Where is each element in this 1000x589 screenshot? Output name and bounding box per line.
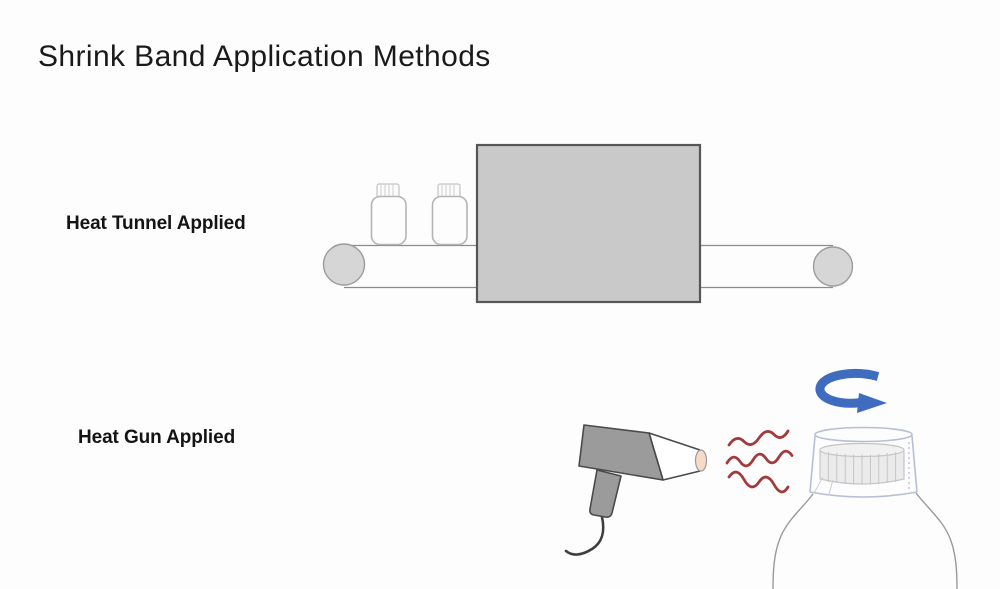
bottle-right-icon [431,183,468,246]
shrink-band [809,426,918,498]
rotation-arrow-curve [815,369,880,408]
bottle-shoulder-left [772,493,814,589]
conveyor-belt [322,243,854,289]
belt-roller-right-icon [812,246,854,287]
page-title: Shrink Band Application Methods [38,40,491,73]
heat-wave-3 [727,470,790,494]
label-heat-tunnel-applied: Heat Tunnel Applied [66,213,246,234]
heat-waves-icon [725,429,794,494]
heat-gun-icon [564,424,708,556]
heat-tunnel-box [475,143,702,304]
gun-handle [589,469,622,518]
gun-body [578,424,664,481]
label-heat-gun-applied: Heat Gun Applied [78,427,236,448]
shrink-band-bottle-icon [772,426,958,589]
bottle-left-icon [370,183,407,246]
rotation-arrow-icon [815,369,887,413]
heat-wave-1 [727,429,790,447]
rotation-arrow-head [857,393,887,413]
nozzle-tip [694,449,708,472]
bottle-shoulder-right [915,492,958,589]
cap-ridges [827,452,897,485]
bottle-cap [819,442,905,485]
power-cord [564,515,605,556]
heat-wave-2 [725,449,794,468]
belt-roller-left-icon [322,243,366,286]
